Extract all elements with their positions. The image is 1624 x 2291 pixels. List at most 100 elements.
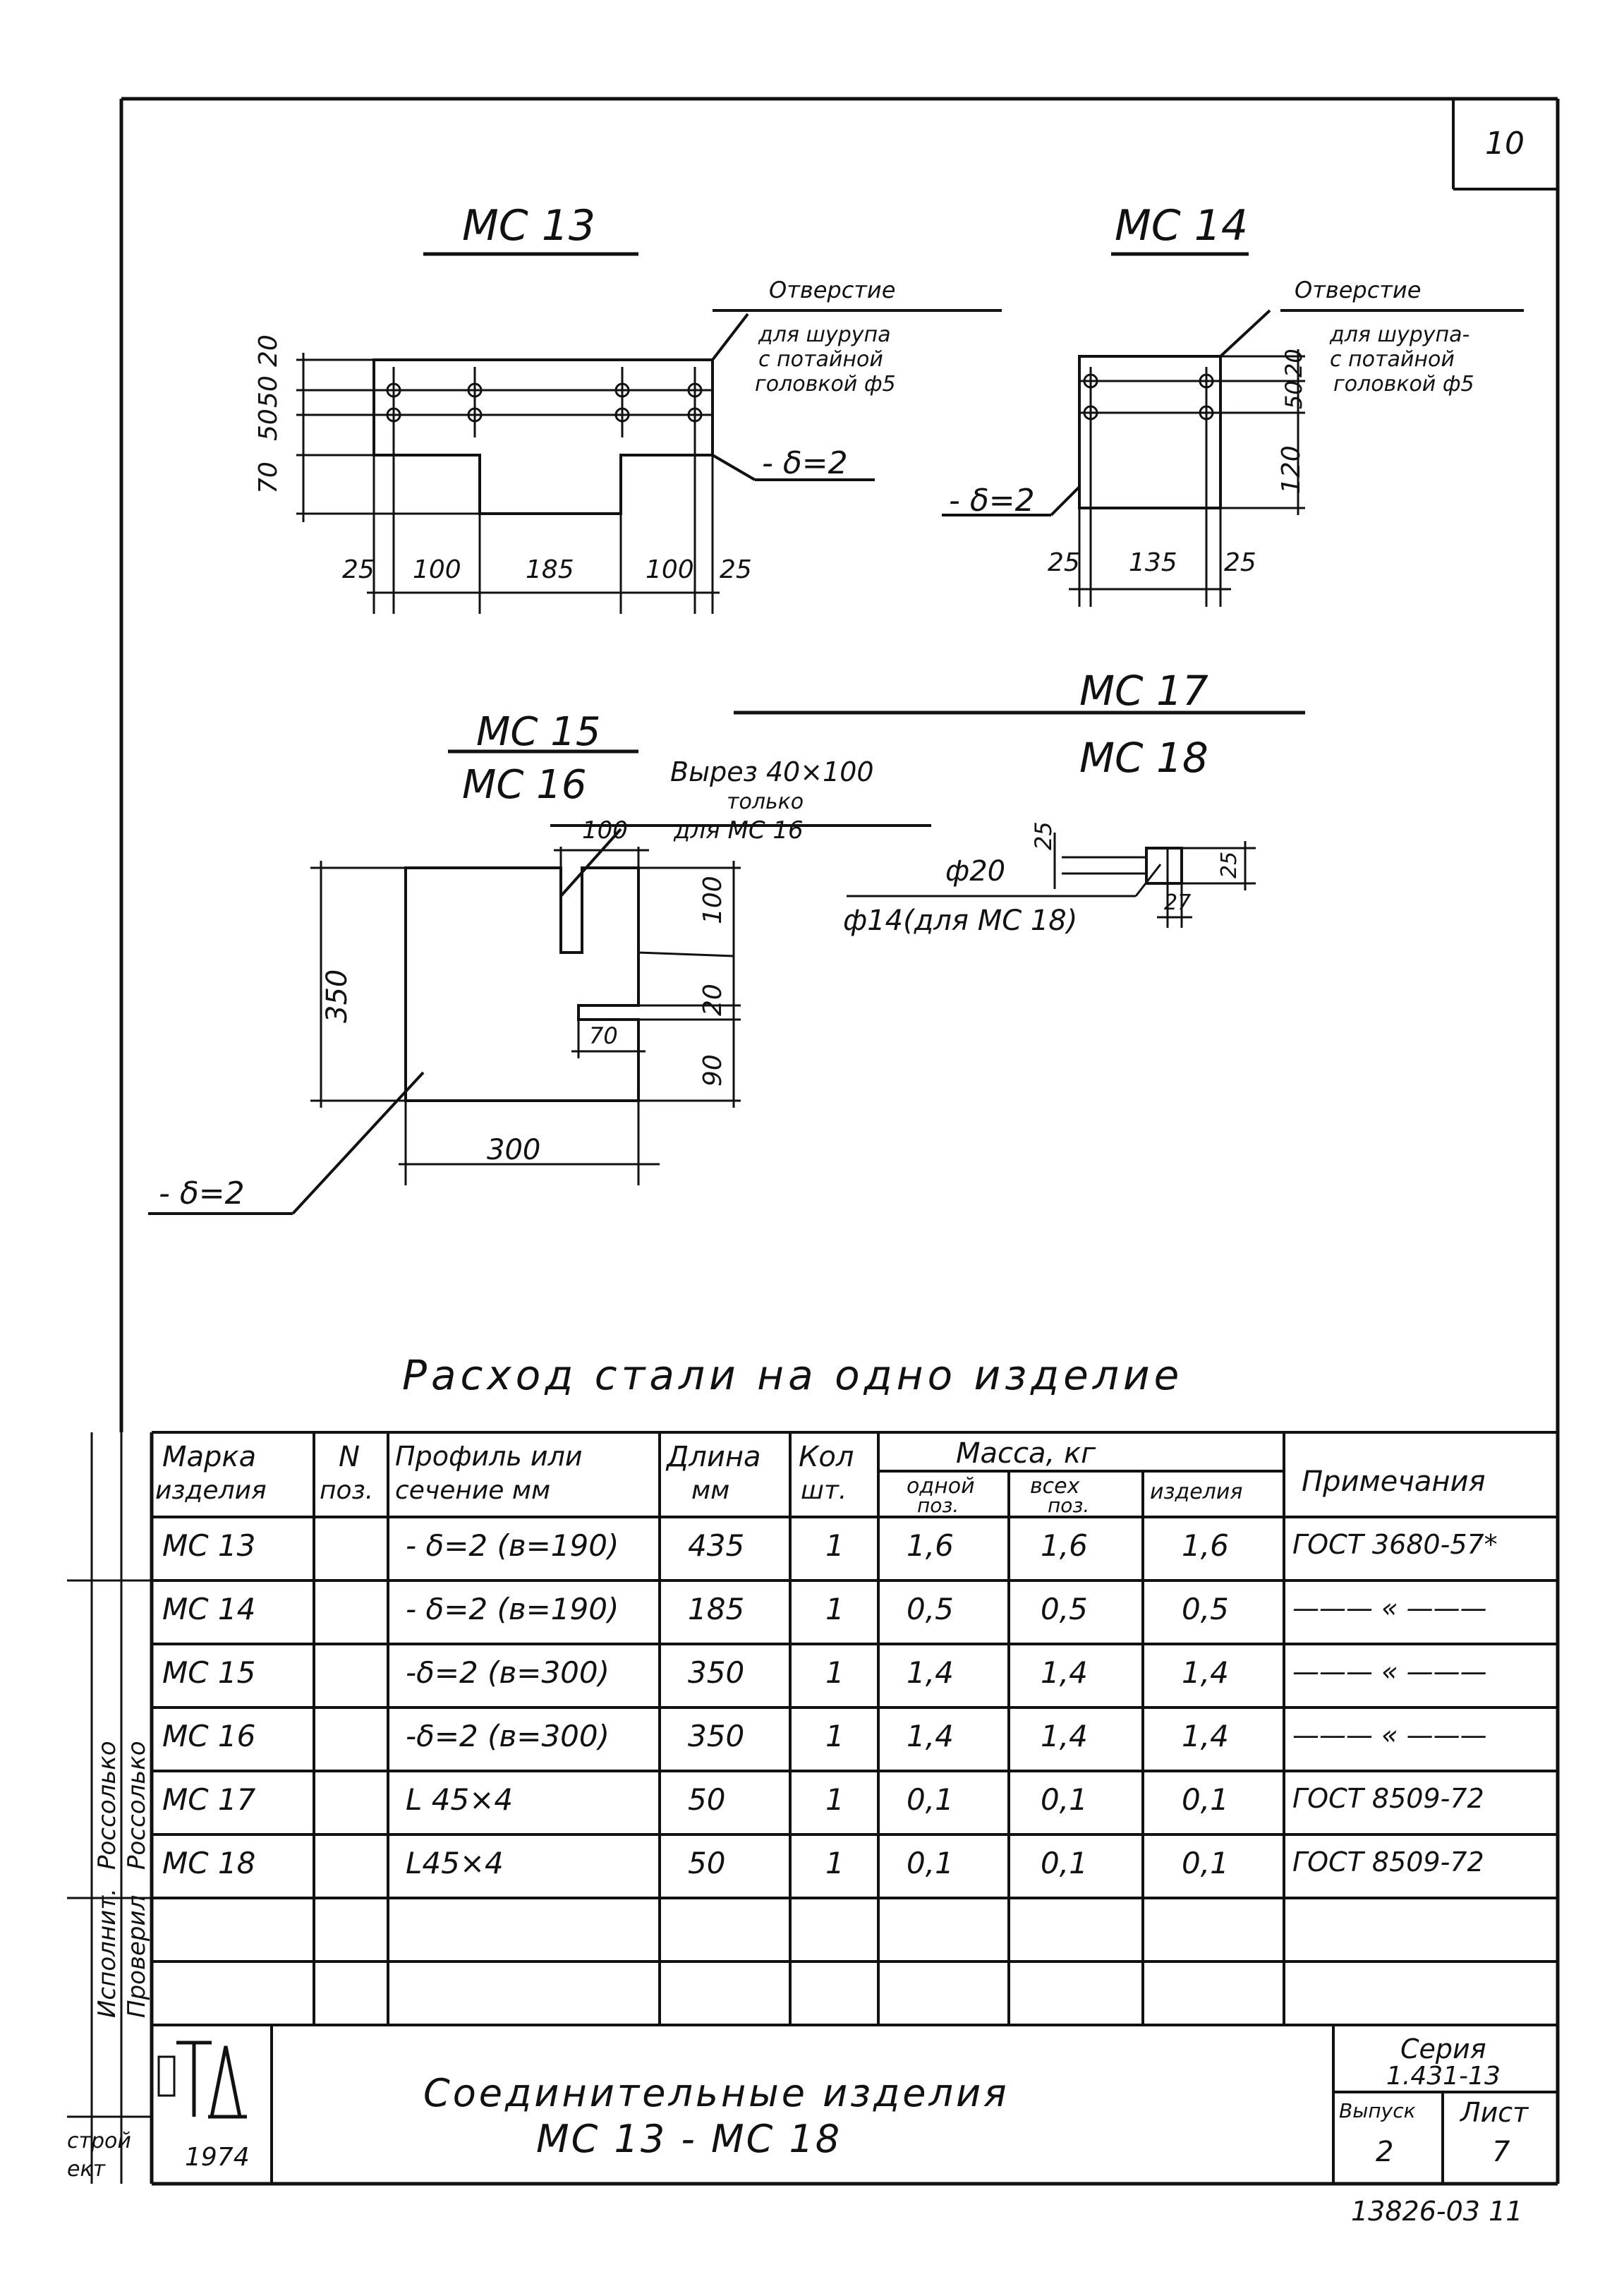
mc17-dim-side: 25 <box>1217 851 1242 878</box>
bottom-code: 13826-03 11 <box>1351 2196 1523 2227</box>
hdr-mass-all-1: всех <box>1030 1474 1080 1499</box>
mc17-dia1: ф20 <box>945 855 1006 888</box>
hdr-mass-item: изделия <box>1150 1480 1243 1504</box>
mc17-dim-27: 27 <box>1164 890 1192 915</box>
table-cell-one: 1,4 <box>907 1719 954 1753</box>
table-cell-length: 435 <box>688 1528 745 1563</box>
table-cell-one: 1,6 <box>907 1528 954 1563</box>
mc13-dim-b5: 25 <box>720 555 752 584</box>
mc15-thickness: - δ=2 <box>159 1175 245 1211</box>
table-cell-qty: 1 <box>825 1592 844 1626</box>
stamp-org-line1: строй <box>67 2129 131 2153</box>
mc13-dim-l1: 70 <box>254 461 283 494</box>
hdr-note: Примечания <box>1302 1465 1486 1498</box>
mc13-dim-l3: 50 <box>254 375 283 408</box>
issue-label: Выпуск <box>1339 2099 1416 2122</box>
table-cell-qty: 1 <box>825 1528 844 1563</box>
mc15-cut-note-line2: только <box>727 790 804 814</box>
table-cell-all: 1,4 <box>1041 1719 1088 1753</box>
table-title: Расход стали на одно изделие <box>402 1351 1184 1399</box>
mc14-title: МС 14 <box>1115 201 1249 250</box>
table-cell-one: 0,1 <box>907 1782 954 1817</box>
table-cell-one: 0,1 <box>907 1846 954 1880</box>
sheet-corner-number: 10 <box>1485 126 1525 162</box>
series-value: 1.431-13 <box>1386 2062 1501 2091</box>
table-cell-mark: МС 13 <box>162 1528 256 1563</box>
table-cell-item: 0,5 <box>1182 1592 1229 1626</box>
mc15-title: МС 15 <box>476 709 601 755</box>
table-cell-note: ——— « ——— <box>1292 1592 1487 1624</box>
title-year: 1974 <box>185 2143 250 2172</box>
mc13-note-line2: для шурупа <box>758 322 891 347</box>
table-cell-item: 1,4 <box>1182 1655 1229 1690</box>
table-cell-one: 0,5 <box>907 1592 954 1626</box>
title-name-line2: МС 13 - МС 18 <box>536 2117 842 2161</box>
mc14-dim-b2: 135 <box>1129 548 1177 577</box>
hdr-qty-2: шт. <box>801 1476 847 1505</box>
table-cell-length: 50 <box>688 1846 726 1880</box>
mc14-dim-r3: 120 <box>1277 445 1306 494</box>
hdr-pos-1: N <box>339 1441 360 1473</box>
mc13-dim-l4: 20 <box>254 334 283 367</box>
table-cell-all: 0,1 <box>1041 1782 1088 1817</box>
table-cell-profile: -δ=2 (в=300) <box>406 1719 610 1753</box>
table-cell-profile: - δ=2 (в=190) <box>406 1528 619 1563</box>
mc13-dim-l2: 50 <box>254 409 283 441</box>
table-cell-note: ГОСТ 3680-57* <box>1292 1529 1498 1560</box>
table-cell-note: ГОСТ 8509-72 <box>1292 1783 1484 1814</box>
sheet-label: Лист <box>1460 2097 1529 2128</box>
series-label: Серия <box>1400 2033 1486 2065</box>
mc15-dim-left: 350 <box>321 969 353 1023</box>
hdr-mass-one-2: поз. <box>917 1494 959 1517</box>
table-cell-all: 0,1 <box>1041 1846 1088 1880</box>
table-cell-note: ——— « ——— <box>1292 1719 1487 1751</box>
table-cell-item: 0,1 <box>1182 1846 1229 1880</box>
table-cell-qty: 1 <box>825 1782 844 1817</box>
mc13-dim-b1: 25 <box>342 555 375 584</box>
mc15-dim-r3: 90 <box>698 1054 727 1087</box>
table-cell-profile: -δ=2 (в=300) <box>406 1655 610 1690</box>
mc13-note-line1: Отверстие <box>769 277 896 303</box>
mc15-dim-top: 100 <box>582 816 628 845</box>
mc17-dim-25: 25 <box>1030 821 1057 850</box>
hdr-pos-2: поз. <box>320 1476 374 1505</box>
hdr-profile-1: Профиль или <box>395 1441 583 1472</box>
mc14-dim-r1: 20 <box>1280 349 1307 377</box>
hdr-length-1: Длина <box>667 1441 761 1473</box>
table-cell-all: 1,4 <box>1041 1655 1088 1690</box>
hdr-mass-one-1: одной <box>907 1474 975 1499</box>
hdr-mark-1: Марка <box>162 1441 257 1473</box>
mc15-dim-slot: 70 <box>589 1022 618 1049</box>
hdr-mass: Масса, кг <box>956 1437 1096 1470</box>
stamp-org-line2: ект <box>67 2157 106 2182</box>
title-name-line1: Соединительные изделия <box>423 2071 1010 2115</box>
table-cell-qty: 1 <box>825 1846 844 1880</box>
hdr-mass-all-2: поз. <box>1048 1494 1090 1517</box>
table-cell-item: 1,6 <box>1182 1528 1229 1563</box>
table-cell-length: 50 <box>688 1782 726 1817</box>
table-cell-item: 0,1 <box>1182 1782 1229 1817</box>
mc17-dia2: ф14(для МС 18) <box>843 905 1078 937</box>
mc15-cut-note-line1: Вырез 40×100 <box>670 756 874 787</box>
table-cell-profile: L45×4 <box>406 1846 504 1880</box>
hdr-mark-2: изделия <box>155 1476 267 1505</box>
mc13-dim-b2: 100 <box>413 555 461 584</box>
mc15-dim-bottom: 300 <box>487 1134 541 1166</box>
mc13-note-line4: головкой ф5 <box>755 372 896 397</box>
mc14-dim-b1: 25 <box>1048 548 1080 577</box>
mc14-note-line4: головкой ф5 <box>1333 372 1474 397</box>
table-cell-mark: МС 18 <box>162 1846 256 1880</box>
mc14-thickness: - δ=2 <box>949 483 1035 519</box>
mc18-title: МС 18 <box>1079 734 1208 782</box>
stamp-check-name: Россолько <box>123 1741 151 1870</box>
table-cell-mark: МС 16 <box>162 1719 256 1753</box>
hdr-qty-1: Кол <box>799 1441 854 1473</box>
table-cell-mark: МС 15 <box>162 1655 256 1690</box>
table-cell-length: 185 <box>688 1592 745 1626</box>
mc14-note-line1: Отверстие <box>1295 277 1422 303</box>
table-cell-profile: L 45×4 <box>406 1782 514 1817</box>
mc13-dim-b3: 185 <box>526 555 574 584</box>
stamp-exec-label: Исполнит. <box>93 1888 121 2018</box>
mc14-dim-b3: 25 <box>1224 548 1256 577</box>
